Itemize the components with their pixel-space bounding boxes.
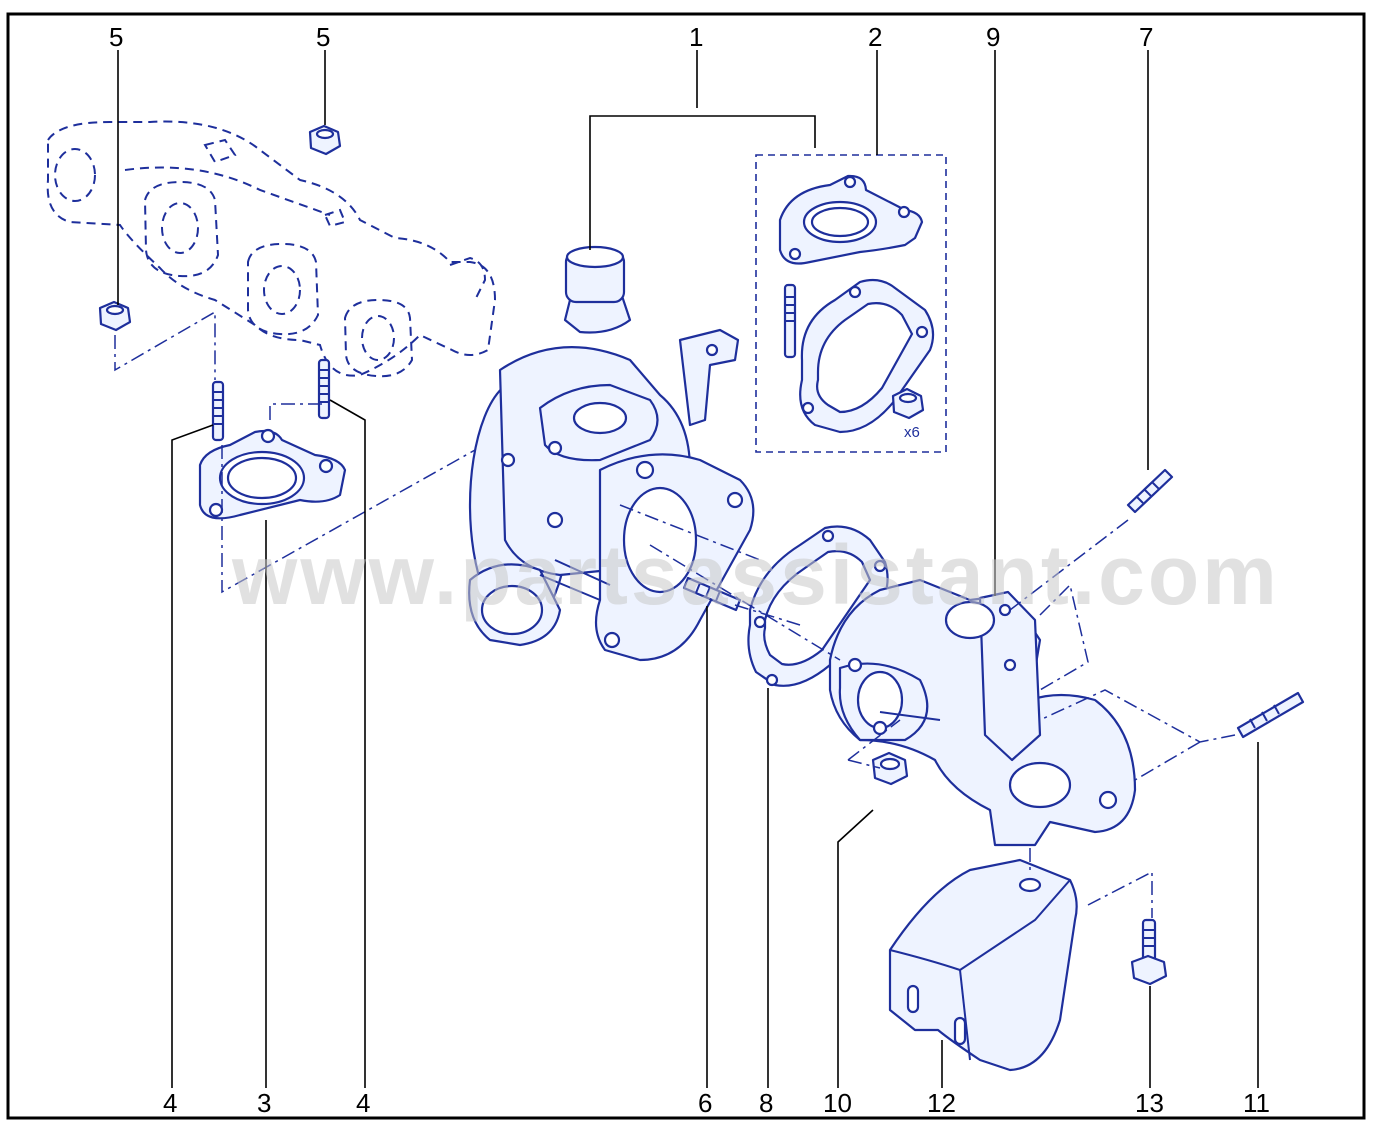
gasket-kit-2-outlet-gasket[interactable] — [799, 278, 935, 434]
leader-lines — [117, 50, 1259, 1088]
outlet-gasket-8[interactable] — [747, 525, 889, 687]
bolt-13[interactable] — [1130, 918, 1168, 986]
stud-11[interactable] — [1236, 691, 1305, 739]
callout-7: 7 — [1139, 22, 1153, 52]
callout-8: 8 — [759, 1088, 773, 1118]
callout-10: 10 — [823, 1088, 852, 1118]
turbocharger-1[interactable] — [468, 245, 755, 662]
heat-shield-12[interactable] — [888, 858, 1078, 1072]
turbo-inlet-gasket-3[interactable] — [198, 428, 347, 520]
kit-quantity-note: x6 — [904, 424, 920, 441]
callout-2: 2 — [868, 22, 882, 52]
callout-11: 11 — [1243, 1088, 1270, 1118]
gasket-kit-2-flange-gasket[interactable] — [778, 174, 924, 265]
callout-12: 12 — [927, 1088, 956, 1118]
gasket-kit-2-stud[interactable] — [783, 283, 797, 359]
exhaust-manifold-ghost — [46, 120, 497, 378]
assembly-line-right — [847, 519, 1236, 918]
gasket-kit-2-box — [755, 154, 947, 453]
callout-6: 6 — [698, 1088, 712, 1118]
callout-9: 9 — [986, 22, 1000, 52]
callout-1: 1 — [689, 22, 703, 52]
callout-4-right: 4 — [356, 1088, 370, 1118]
gasket-kit-2-nut[interactable] — [891, 387, 925, 420]
stud-7[interactable] — [1126, 468, 1174, 514]
callout-13: 13 — [1135, 1088, 1164, 1118]
callout-5-upper-left: 5 — [109, 22, 123, 52]
exhaust-elbow-9[interactable] — [828, 578, 1137, 847]
callout-5-upper-right: 5 — [316, 22, 330, 52]
nut-5-upper[interactable] — [308, 124, 342, 156]
assembly-line-left — [114, 310, 476, 594]
watermark: www.partsassistant.com — [231, 528, 1280, 622]
nut-10[interactable] — [871, 751, 909, 786]
stud-6[interactable] — [682, 576, 742, 612]
assembly-line-center — [619, 504, 841, 661]
stud-4-left[interactable] — [211, 380, 225, 442]
diagram-frame — [6, 12, 1366, 1120]
callout-4-left: 4 — [163, 1088, 177, 1118]
nut-5-lower[interactable] — [98, 300, 132, 332]
callout-3: 3 — [257, 1088, 271, 1118]
stud-4-right[interactable] — [317, 358, 331, 420]
